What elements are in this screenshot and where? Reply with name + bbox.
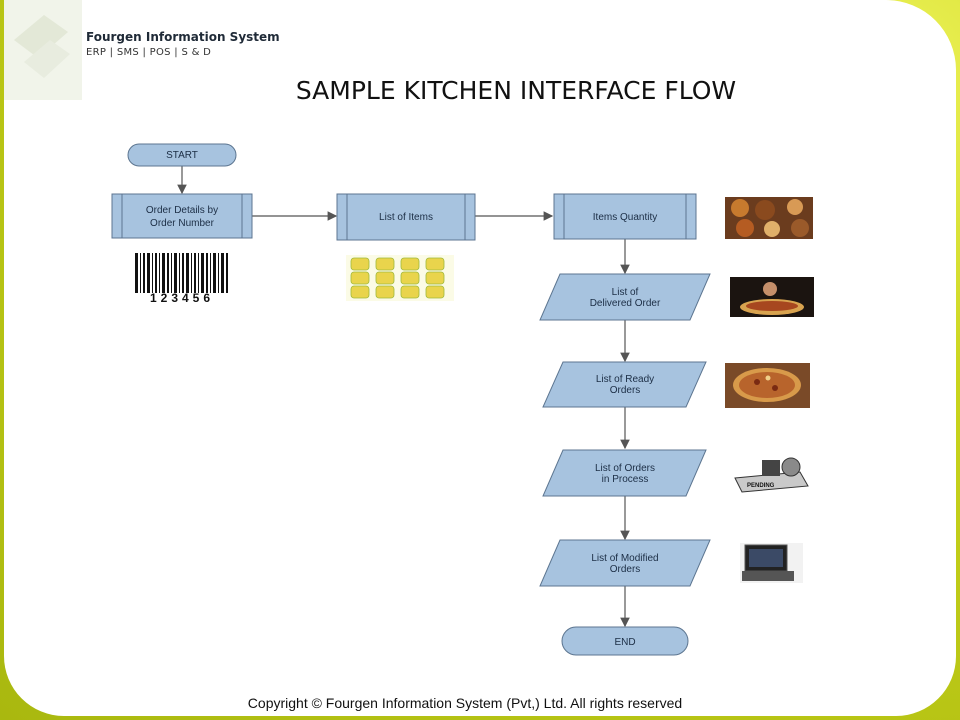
modified-orders-node: List of Modified Orders bbox=[539, 539, 711, 587]
menu-items-image bbox=[346, 255, 454, 301]
logo-watermark bbox=[4, 0, 82, 100]
delivered-orders-node: List of Delivered Order bbox=[539, 273, 711, 321]
list-items-label: List of Items bbox=[379, 212, 433, 223]
ready-orders-node: List of Ready Orders bbox=[542, 361, 707, 408]
end-label: END bbox=[614, 637, 635, 648]
items-quantity-label: Items Quantity bbox=[593, 212, 657, 223]
pos-terminal-image bbox=[740, 543, 803, 583]
delivered-label-line1: List of bbox=[612, 287, 639, 298]
ready-label-line2: Orders bbox=[610, 385, 641, 396]
end-node: END bbox=[561, 626, 689, 656]
brand-name: Fourgen Information System bbox=[86, 30, 280, 44]
barcode-bars bbox=[135, 253, 228, 293]
start-node: START bbox=[127, 143, 237, 167]
list-items-node: List of Items bbox=[336, 193, 476, 241]
in-process-label-line2: in Process bbox=[602, 474, 649, 485]
pending-label: PENDING bbox=[747, 483, 775, 489]
in-process-label-line1: List of Orders bbox=[595, 463, 655, 474]
copyright-footer: Copyright © Fourgen Information System (… bbox=[247, 695, 683, 711]
food-collage-image bbox=[725, 197, 813, 239]
order-details-node: Order Details by Order Number bbox=[111, 193, 253, 239]
brand-tagline: ERP | SMS | POS | S & D bbox=[86, 47, 212, 58]
start-label: START bbox=[166, 150, 198, 161]
barcode-image: 123456 bbox=[135, 253, 228, 305]
brand-block: Fourgen Information System ERP | SMS | P… bbox=[86, 30, 280, 58]
pizza-image bbox=[725, 363, 810, 408]
in-process-orders-node: List of Orders in Process bbox=[542, 449, 707, 497]
ready-label-line1: List of Ready bbox=[596, 374, 654, 385]
barcode-number: 123456 bbox=[150, 291, 214, 305]
pending-stamp-image: PENDING bbox=[734, 457, 809, 493]
order-details-label-line1: Order Details by bbox=[146, 205, 218, 216]
page-title: SAMPLE KITCHEN INTERFACE FLOW bbox=[295, 76, 737, 105]
modified-label-line2: Orders bbox=[610, 564, 641, 575]
slide-card: Fourgen Information System ERP | SMS | P… bbox=[4, 0, 956, 716]
order-details-label-line2: Order Number bbox=[150, 218, 215, 229]
items-quantity-node: Items Quantity bbox=[553, 193, 697, 240]
connectors bbox=[177, 166, 630, 628]
modified-label-line1: List of Modified bbox=[591, 553, 658, 564]
delivered-label-line2: Delivered Order bbox=[590, 298, 661, 309]
chef-pizza-image bbox=[730, 277, 814, 317]
